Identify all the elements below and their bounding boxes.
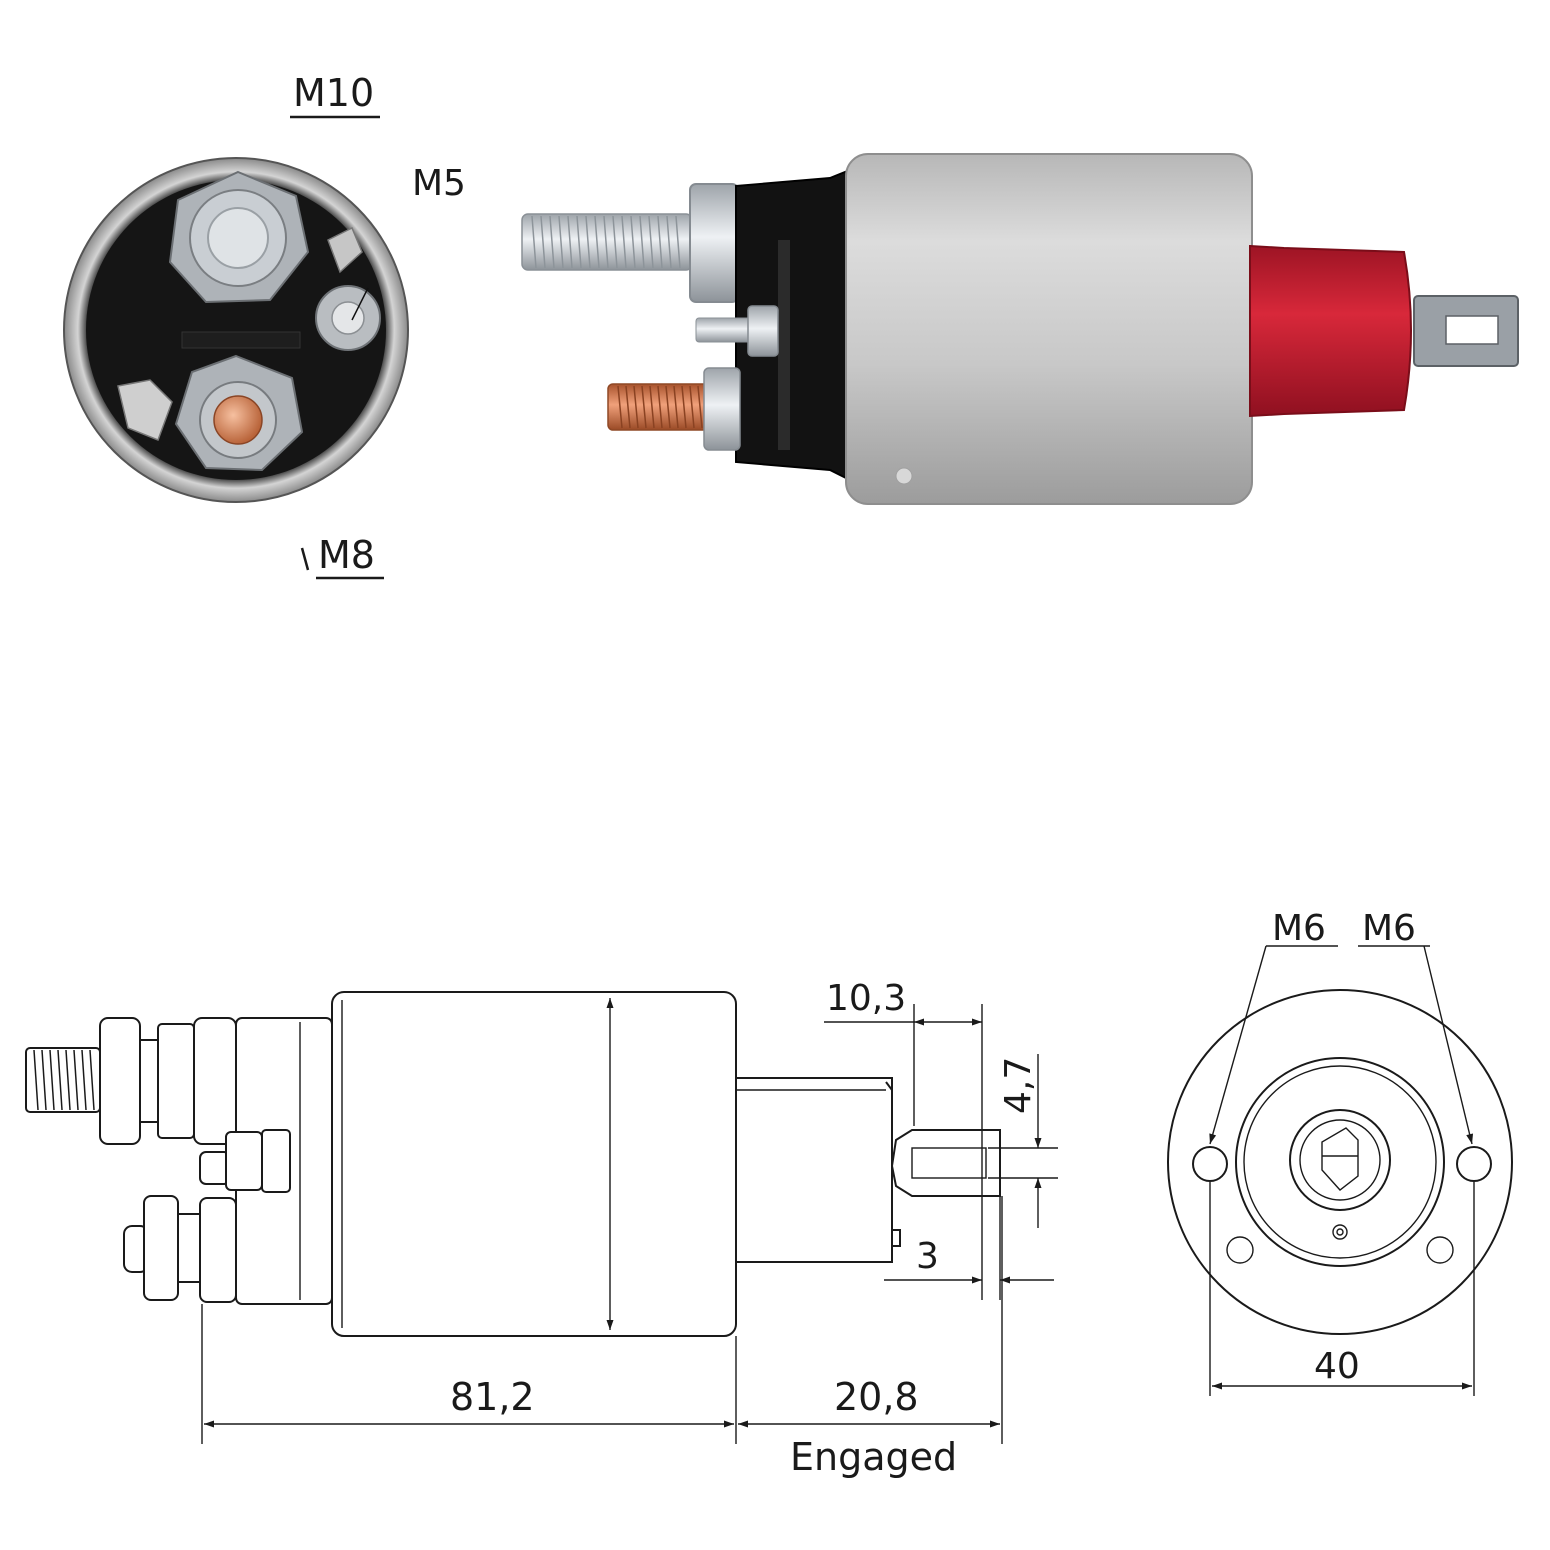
photo-side-view (521, 153, 1519, 505)
label-body-length: 81,2 (450, 1375, 535, 1419)
m5-terminal-icon (315, 226, 381, 351)
dimension-travel: 20,8 Engaged (738, 1196, 1003, 1479)
thread-line (89, 1049, 95, 1111)
dimension-mount-spacing: 40 (1209, 1182, 1475, 1396)
thread-line (625, 385, 631, 429)
mount-hole-right-icon (1456, 1146, 1492, 1182)
dimension-tip-offset: 3 (884, 1196, 1054, 1300)
thread-line (33, 1049, 39, 1111)
label-m5: M5 (412, 163, 466, 204)
thread-line (675, 215, 681, 269)
thread-line (666, 215, 672, 269)
thread-line (576, 215, 582, 269)
dimension-tip-height: 4,7 (988, 1054, 1058, 1228)
thread-line (558, 215, 564, 269)
drawing-m8-stud-icon (123, 1195, 237, 1303)
m8-terminal-icon (117, 354, 304, 472)
drawing-flange (1167, 989, 1513, 1335)
thread-line (641, 385, 647, 429)
label-mount-spacing: 40 (1314, 1346, 1360, 1387)
thread-line (681, 385, 687, 429)
thread-line (689, 385, 695, 429)
drawing-end-view (1167, 989, 1513, 1335)
dimension-body-length: 81,2 (201, 1304, 737, 1444)
drawing-m5-stud-icon (199, 1129, 291, 1193)
dimension-tip-length: 10,3 (824, 978, 983, 1300)
label-m10: M10 (293, 71, 374, 115)
drawing-body (331, 991, 737, 1337)
thread-line (49, 1049, 55, 1111)
photo-label-m5: M5 (412, 163, 466, 204)
drawing-side-view (25, 991, 1001, 1337)
thread-line (630, 215, 636, 269)
thread-line (41, 1049, 47, 1111)
m10-terminal-icon (168, 170, 310, 304)
thread-line (673, 385, 679, 429)
thread-line (540, 215, 546, 269)
thread-line (81, 1049, 87, 1111)
thread-line (603, 215, 609, 269)
label-mount-hole-left: M6 (1272, 908, 1326, 949)
thread-line (657, 385, 663, 429)
thread-line (65, 1049, 71, 1111)
m8-stud-icon (607, 367, 741, 451)
thread-line (633, 385, 639, 429)
photo-label-m10: M10 (290, 71, 380, 119)
thread-line (585, 215, 591, 269)
drawing-plunger-tip (890, 1129, 1001, 1197)
photo-label-m8: M8 (300, 533, 384, 580)
m10-stud-icon (521, 183, 739, 303)
thread-line (649, 385, 655, 429)
thread-line (697, 385, 703, 429)
drawing-m10-stud-icon (25, 1017, 237, 1145)
thread-line (621, 215, 627, 269)
thread-line (73, 1049, 79, 1111)
thread-line (531, 215, 537, 269)
thread-line (57, 1049, 63, 1111)
label-m8: M8 (318, 533, 375, 577)
plunger-tab-icon (1413, 295, 1519, 367)
thread-line (639, 215, 645, 269)
label-tip-offset: 3 (916, 1236, 939, 1277)
drawing-plunger-housing (735, 1077, 893, 1263)
label-travel: 20,8 (834, 1375, 919, 1419)
photo-end-view (63, 157, 409, 503)
thread-line (594, 215, 600, 269)
mount-hole-left-icon (1192, 1146, 1228, 1182)
thread-line (567, 215, 573, 269)
thread-line (648, 215, 654, 269)
dimension-mount-holes: M6 M6 (1209, 908, 1474, 1145)
thread-line (549, 215, 555, 269)
label-tip-height: 4,7 (998, 1057, 1039, 1114)
thread-line (612, 215, 618, 269)
label-mount-hole-right: M6 (1362, 908, 1416, 949)
label-tip-length: 10,3 (826, 978, 906, 1019)
solenoid-housing (845, 153, 1253, 505)
thread-line (617, 385, 623, 429)
label-travel-note: Engaged (790, 1435, 957, 1479)
thread-line (657, 215, 663, 269)
thread-line (665, 385, 671, 429)
red-boot (1249, 244, 1412, 418)
m5-stud-icon (695, 305, 779, 357)
